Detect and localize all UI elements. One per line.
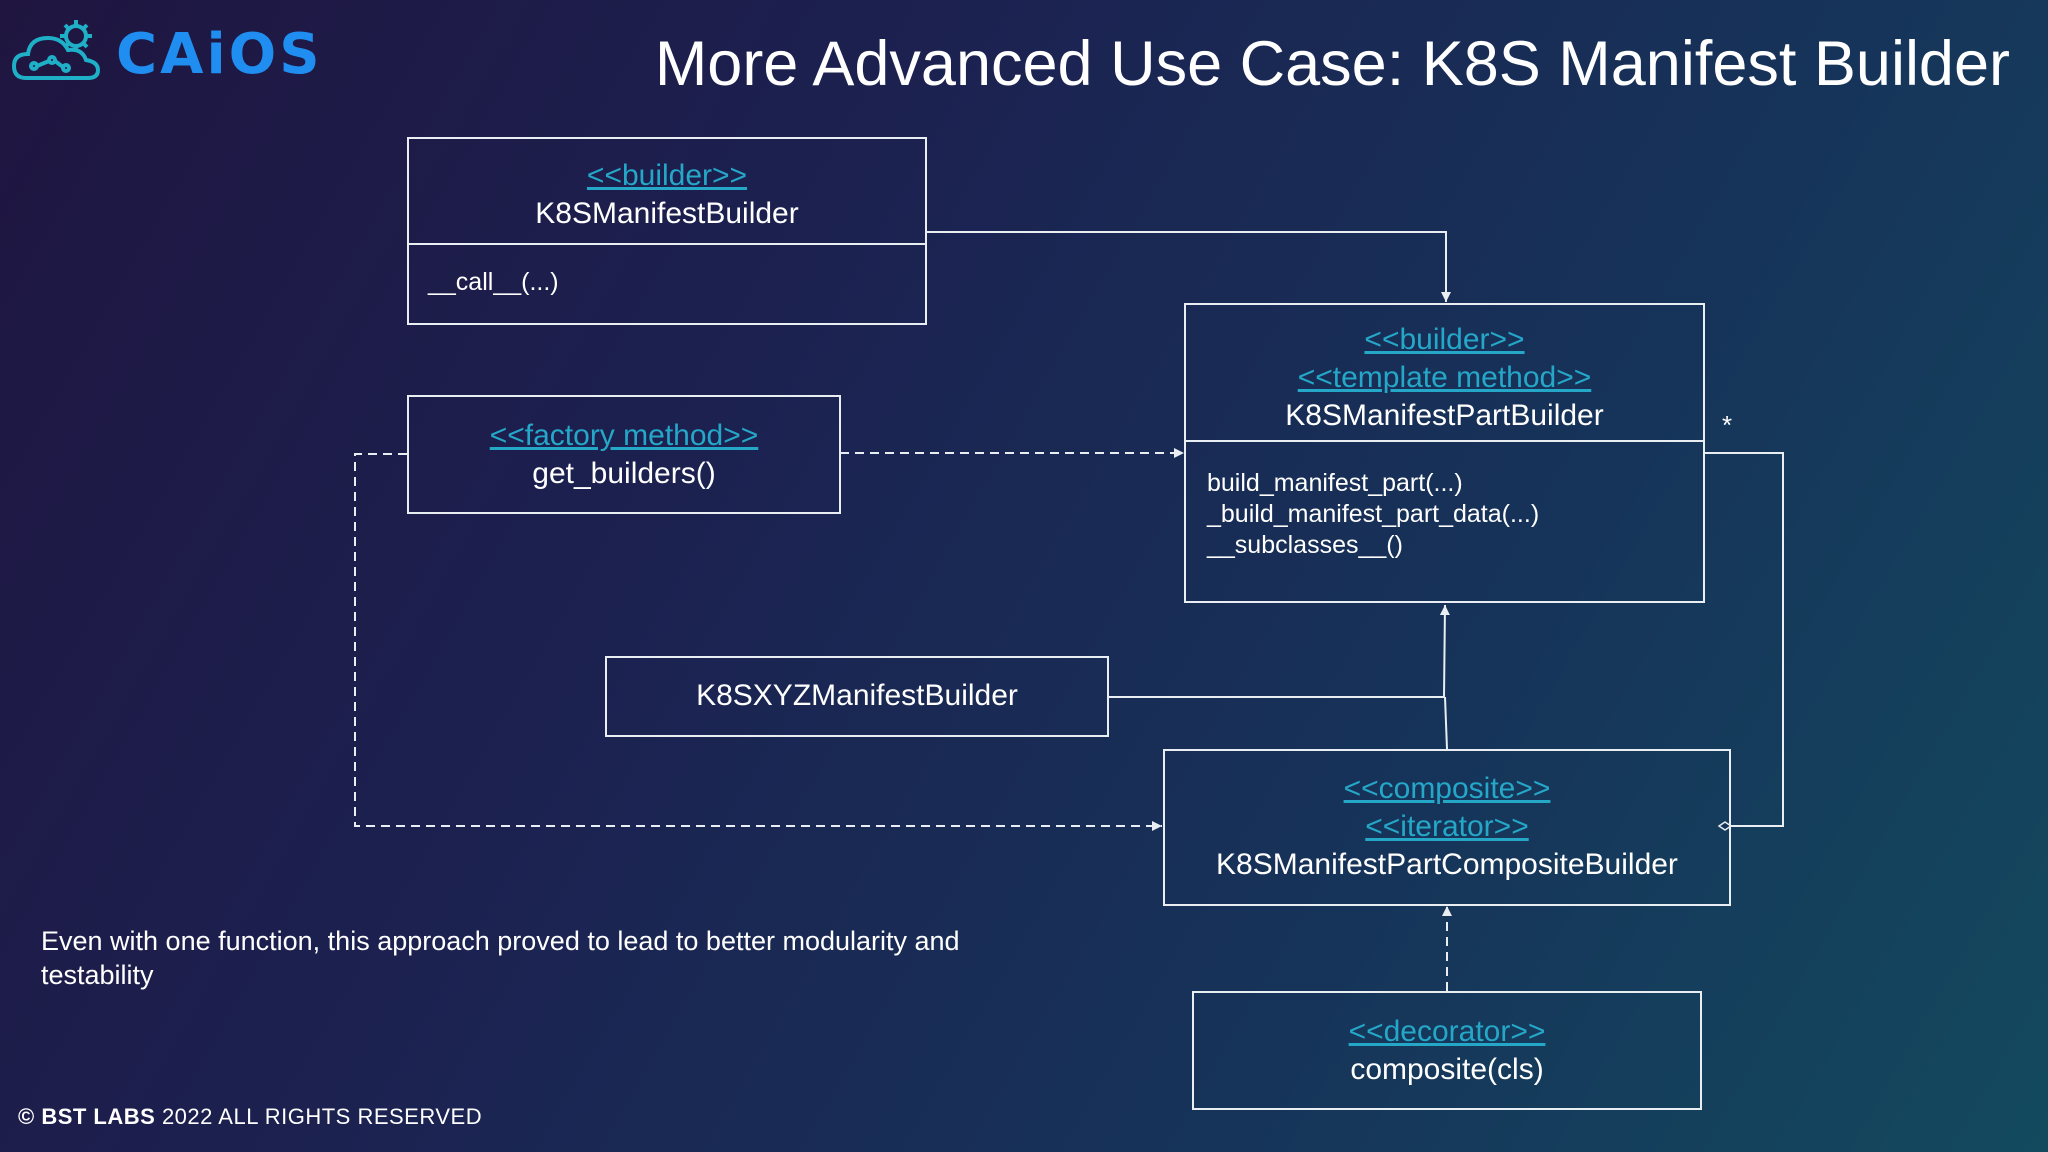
stereotype-builder: <<builder>> bbox=[586, 159, 748, 192]
class-name: K8SManifestPartBuilder bbox=[1285, 399, 1604, 432]
stereotype-builder: <<builder>> bbox=[1364, 323, 1525, 356]
factory-method-box: <<factory method>> get_builders() bbox=[407, 395, 841, 514]
class-name: K8SXYZManifestBuilder bbox=[696, 679, 1018, 712]
manifest-builder-class: <<builder>> K8SManifestBuilder __call__(… bbox=[407, 137, 927, 325]
class-name: K8SManifestPartCompositeBuilder bbox=[1216, 848, 1678, 881]
stereotype-decorator: <<decorator>> bbox=[1348, 1015, 1546, 1048]
multiplicity-label: * bbox=[1722, 410, 1733, 440]
composite-builder-class: <<composite>> <<iterator>> K8SManifestPa… bbox=[1163, 749, 1731, 906]
inheritance-line bbox=[1444, 696, 1448, 750]
stereotype-iterator: <<iterator>> bbox=[1365, 810, 1529, 843]
method-call: __call__(...) bbox=[428, 268, 559, 296]
method-build-manifest-part-data: _build_manifest_part_data(...) bbox=[1207, 500, 1540, 528]
stereotype-composite: <<composite>> bbox=[1343, 772, 1551, 805]
method-subclasses: __subclasses__() bbox=[1207, 531, 1403, 559]
slide-note: Even with one function, this approach pr… bbox=[41, 926, 960, 990]
decorator-box: <<decorator>> composite(cls) bbox=[1192, 991, 1702, 1110]
copyright-footer: © BST LABS 2022 ALL RIGHTS RESERVED bbox=[18, 1104, 482, 1130]
stereotype-factory-method: <<factory method>> bbox=[489, 419, 759, 452]
caios-logo: CAiOS bbox=[11, 14, 323, 94]
method-build-manifest-part: build_manifest_part(...) bbox=[1207, 469, 1463, 497]
cloud-gear-icon bbox=[11, 20, 101, 80]
manifest-part-builder-class: <<builder>> <<template method>> K8SManif… bbox=[1184, 303, 1705, 603]
logo-text: CAiOS bbox=[116, 22, 323, 87]
function-name: composite(cls) bbox=[1350, 1053, 1544, 1086]
footer-text: 2022 ALL RIGHTS RESERVED bbox=[155, 1104, 483, 1129]
slide-title: More Advanced Use Case: K8S Manifest Bui… bbox=[654, 29, 2010, 99]
function-name: get_builders() bbox=[532, 457, 716, 490]
aggregation-line bbox=[1705, 452, 1784, 826]
xyz-manifest-builder-class: K8SXYZManifestBuilder bbox=[605, 656, 1109, 737]
stereotype-template-method: <<template method>> bbox=[1297, 361, 1592, 394]
inheritance-line bbox=[1108, 604, 1450, 698]
class-name: K8SManifestBuilder bbox=[535, 197, 799, 230]
association-line bbox=[926, 231, 1451, 302]
dependency-line bbox=[354, 453, 1162, 831]
footer-brand: © BST LABS bbox=[18, 1104, 156, 1129]
